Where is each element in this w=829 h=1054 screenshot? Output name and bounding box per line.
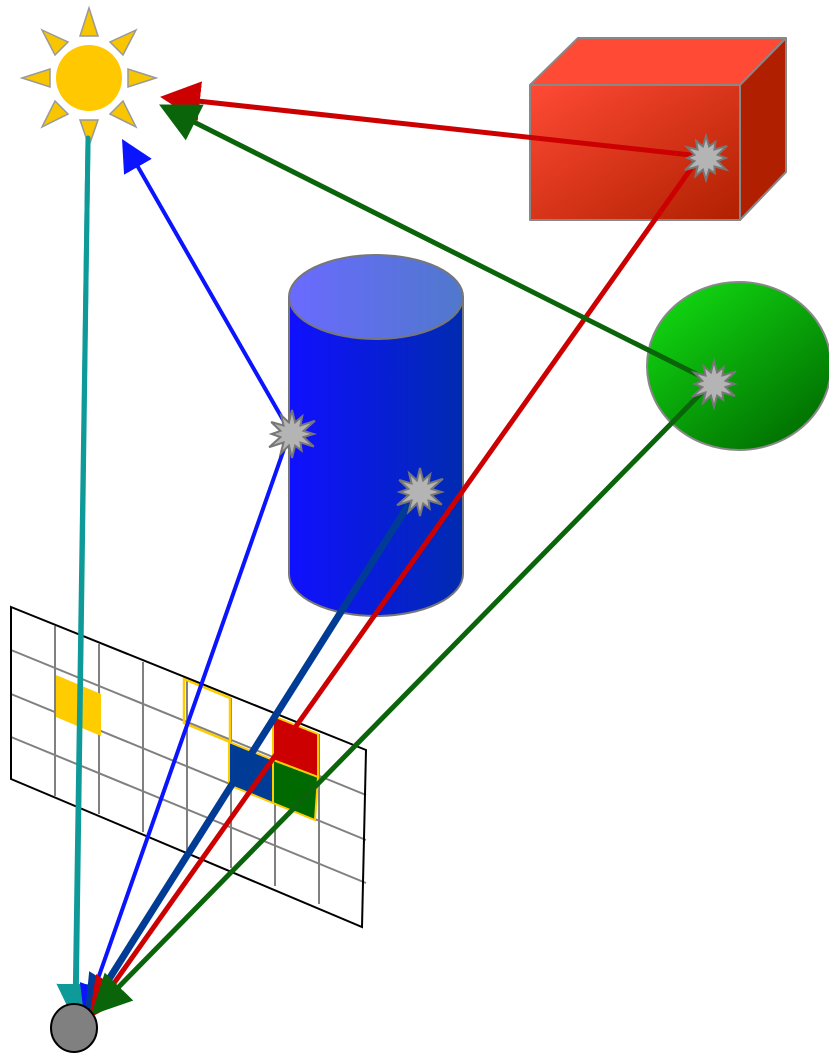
rays <box>56 81 715 1024</box>
green-sphere <box>646 281 829 451</box>
sun-ray <box>108 28 138 57</box>
pixel-green <box>272 758 320 822</box>
sun-ray <box>78 119 100 149</box>
sun-disc <box>56 45 122 111</box>
sun-ray <box>127 67 159 89</box>
red-cube <box>529 37 787 221</box>
sun-ray <box>40 28 70 57</box>
sun-ray <box>19 67 51 89</box>
ray-eye-to-sun-return <box>56 135 97 1024</box>
ray-cube-hit-to-sun <box>160 81 703 159</box>
ray-cylinder-hit-to-sun <box>122 139 292 434</box>
image-plane-border <box>10 605 368 929</box>
grid-row-line <box>10 736 367 884</box>
cube-front-face <box>529 84 741 221</box>
ray-eye-to-cylinder-back-hit <box>84 486 422 1018</box>
cylinder-top <box>288 254 464 340</box>
hit-marker-cylinder-back <box>396 467 445 517</box>
blue-cylinder <box>288 254 464 617</box>
sun-ray <box>78 5 100 37</box>
sun-icon <box>19 5 159 149</box>
sun-ray <box>108 99 138 129</box>
ray-eye-to-cylinder-hit <box>79 430 292 1018</box>
hit-marker-cylinder-front <box>268 409 317 459</box>
cylinder-body <box>288 297 464 617</box>
eye-point-icon <box>50 1003 98 1053</box>
ray-eye-to-cube-hit <box>89 153 703 1019</box>
hit-marker-cube <box>683 132 730 184</box>
hit-marker-sphere <box>690 357 738 411</box>
ray-sphere-hit-to-sun <box>159 104 715 385</box>
hit-markers <box>268 132 738 517</box>
sun-ray <box>40 99 70 129</box>
sun-rays <box>19 5 159 149</box>
ray-eye-to-sphere-hit <box>90 379 715 1016</box>
image-plane <box>10 605 368 929</box>
